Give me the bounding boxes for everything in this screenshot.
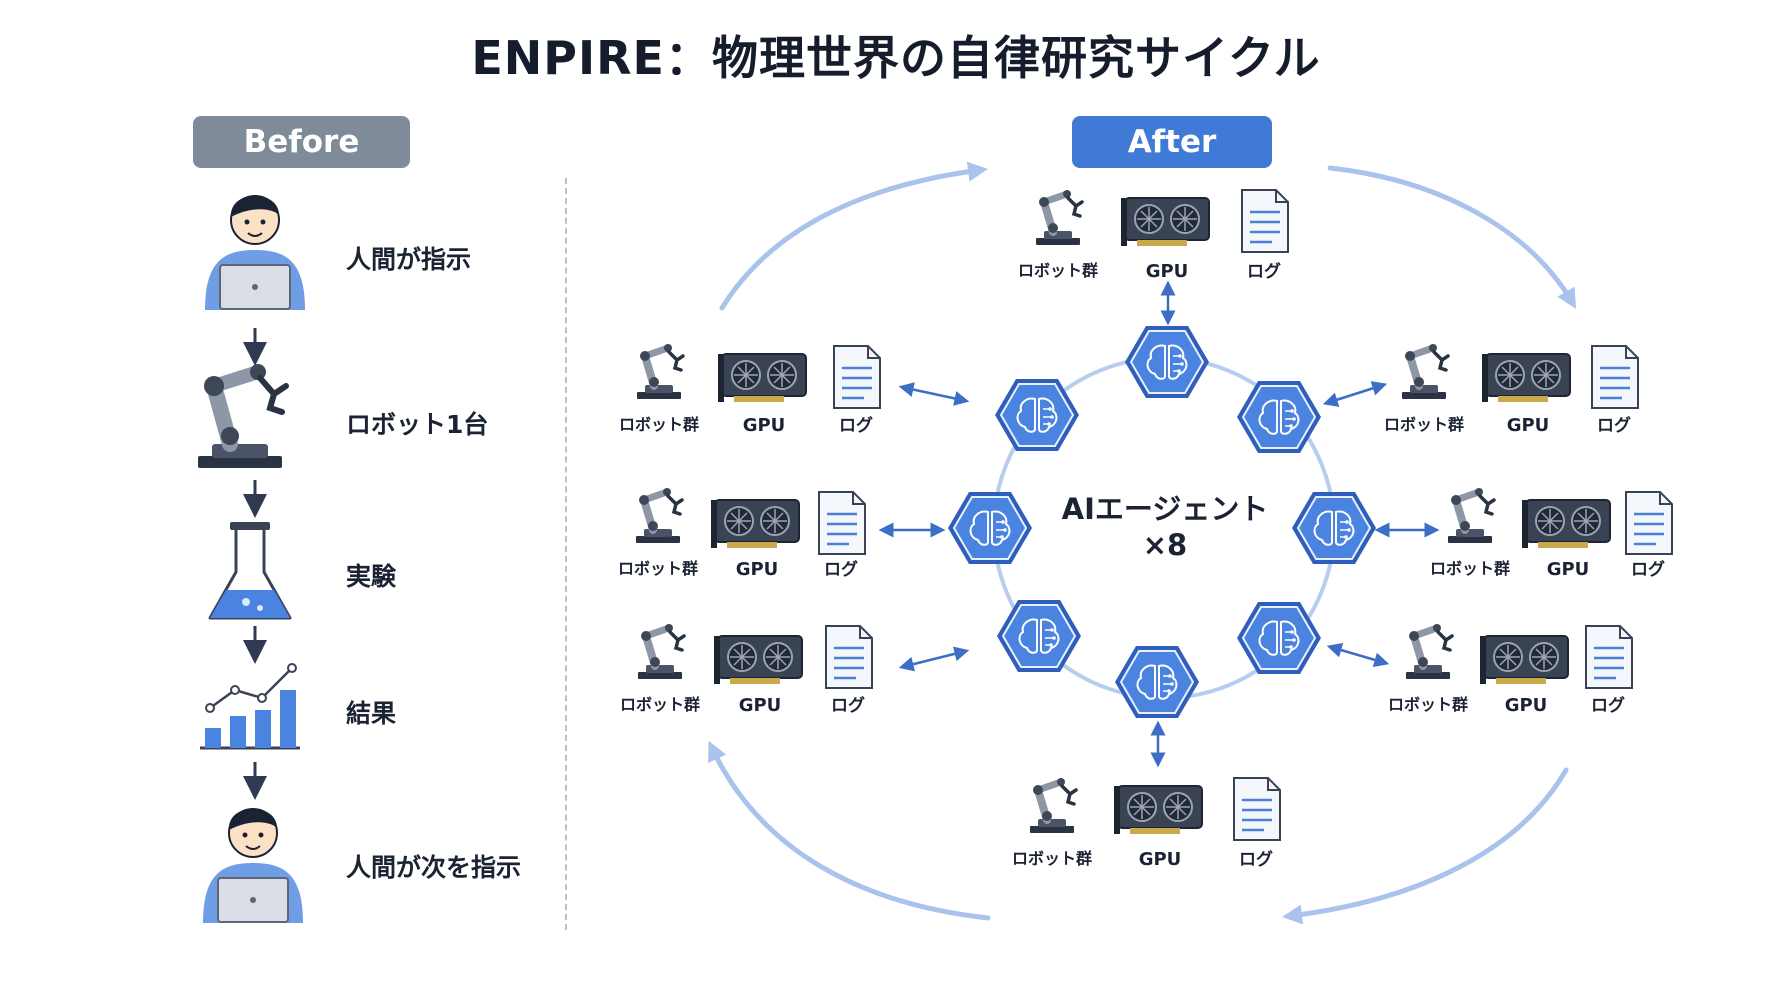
resource-cluster-upper-right: ロボット群 GPU ログ	[1384, 344, 1640, 436]
before-step-next-instruct: 人間が次を指示	[346, 853, 522, 882]
cycle-arrows	[708, 161, 1577, 925]
gpu-card-icon	[713, 635, 803, 685]
gpu-card-icon	[1479, 635, 1569, 685]
gpu-label: GPU	[736, 559, 779, 580]
gpu-label: GPU	[1547, 559, 1590, 580]
resource-cluster-middle-left: ロボット群 GPU ログ	[618, 488, 867, 580]
gpu-label: GPU	[739, 695, 782, 716]
robot-label: ロボット群	[618, 559, 698, 578]
robot-arm-icon	[638, 624, 684, 679]
robot-label: ロボット群	[1430, 559, 1510, 578]
document-icon	[1232, 776, 1282, 842]
ai-agent-icon	[1236, 380, 1322, 454]
ai-agent-icon	[1236, 601, 1322, 675]
ai-agents-label: AIエージェント×8	[1061, 492, 1269, 562]
document-icon	[817, 490, 867, 556]
robot-label: ロボット群	[619, 415, 699, 434]
document-icon	[832, 344, 882, 410]
robot-label: ロボット群	[620, 695, 700, 714]
robot-arm-icon	[1448, 488, 1494, 543]
gpu-card-icon	[1120, 197, 1210, 247]
robot-arm-icon	[1030, 778, 1076, 833]
before-badge: Before	[193, 116, 410, 168]
person-laptop-icon	[202, 807, 304, 924]
robot-label: ロボット群	[1018, 261, 1098, 280]
resource-cluster-middle-right: ロボット群 GPU ログ	[1430, 488, 1674, 580]
log-label: ログ	[839, 415, 873, 436]
gpu-label: GPU	[1146, 261, 1189, 282]
resource-cluster-bottom: ロボット群 GPU ログ	[1012, 776, 1282, 870]
log-label: ログ	[824, 559, 858, 580]
gpu-card-icon	[710, 499, 800, 549]
log-label: ログ	[1631, 559, 1665, 580]
gpu-label: GPU	[1505, 695, 1548, 716]
ai-agent-icon	[1291, 491, 1377, 565]
after-badge: After	[1072, 116, 1272, 168]
before-step-result: 結果	[346, 699, 397, 728]
resource-cluster-upper-left: ロボット群 GPU ログ	[619, 344, 882, 436]
log-label: ログ	[1591, 695, 1625, 716]
ai-agent-icon	[947, 491, 1033, 565]
before-step-robot: ロボット1台	[346, 410, 489, 439]
document-icon	[1584, 624, 1634, 690]
log-label: ログ	[1247, 261, 1281, 282]
robot-label: ロボット群	[1012, 849, 1092, 868]
gpu-label: GPU	[1507, 415, 1550, 436]
section-divider	[565, 178, 567, 930]
flask-icon	[208, 522, 292, 620]
resource-cluster-lower-left: ロボット群 GPU ログ	[620, 624, 874, 716]
gpu-card-icon	[1481, 353, 1571, 403]
document-icon	[1590, 344, 1640, 410]
gpu-card-icon	[1521, 499, 1611, 549]
resource-cluster-lower-right: ロボット群 GPU ログ	[1388, 624, 1634, 716]
robot-label: ロボット群	[1384, 415, 1464, 434]
document-icon	[824, 624, 874, 690]
robot-arm-icon	[636, 488, 682, 543]
robot-arm-icon	[1036, 190, 1082, 245]
ai-agent-icon	[1114, 645, 1200, 719]
gpu-label: GPU	[743, 415, 786, 436]
gpu-card-icon	[1113, 785, 1203, 835]
ai-agent-icon	[1124, 325, 1210, 399]
gpu-card-icon	[717, 353, 807, 403]
bar-chart-icon	[200, 663, 300, 750]
log-label: ログ	[1239, 849, 1273, 870]
robot-arm-icon	[198, 364, 286, 468]
person-laptop-icon	[204, 194, 306, 311]
robot-arm-icon	[1402, 344, 1448, 399]
robot-arm-icon	[637, 344, 683, 399]
ai-agent-icon	[996, 599, 1082, 673]
gpu-label: GPU	[1139, 849, 1182, 870]
document-icon	[1240, 188, 1290, 254]
log-label: ログ	[1597, 415, 1631, 436]
before-step-experiment: 実験	[346, 562, 397, 591]
document-icon	[1624, 490, 1674, 556]
robot-label: ロボット群	[1388, 695, 1468, 714]
log-label: ログ	[831, 695, 865, 716]
robot-arm-icon	[1406, 624, 1452, 679]
before-step-instruct: 人間が指示	[346, 245, 472, 274]
page-title: ENPIRE：物理世界の自律研究サイクル	[471, 31, 1321, 85]
agent-resource-links	[878, 280, 1440, 768]
resource-cluster-top: ロボット群 GPU ログ	[1018, 188, 1290, 282]
